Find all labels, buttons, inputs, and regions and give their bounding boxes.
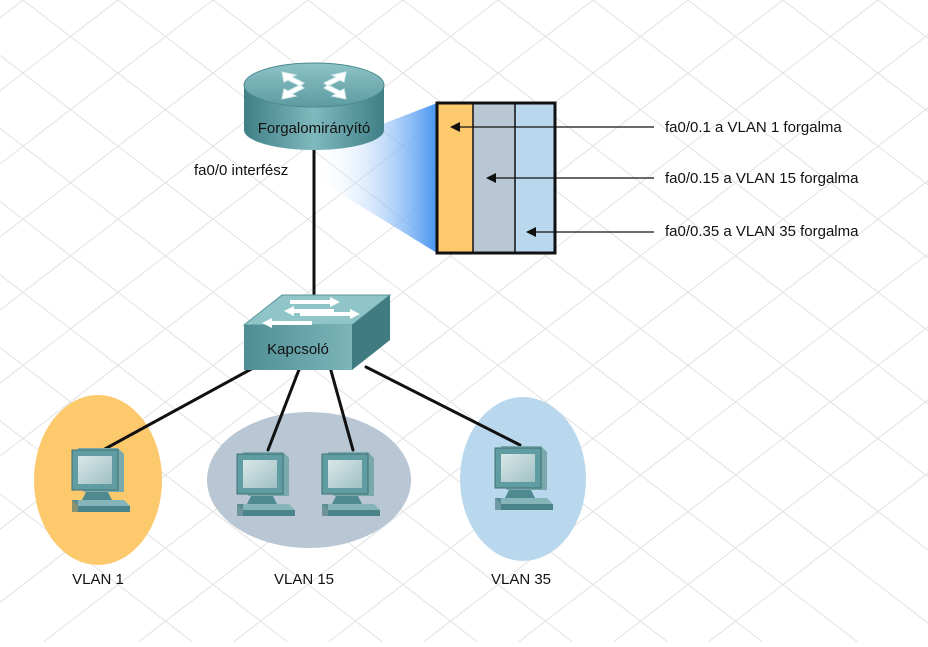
vlan1-label: VLAN 1 xyxy=(72,571,124,588)
vlan15-label: VLAN 15 xyxy=(274,571,334,588)
vlan35-label: VLAN 35 xyxy=(491,571,551,588)
pc-icon xyxy=(236,451,296,517)
link-switch-vlan35-pc xyxy=(364,365,522,447)
pc-icon xyxy=(321,451,381,517)
switch-icon: Kapcsoló xyxy=(242,294,392,370)
subinterface-label-vlan35: fa0/0.35 a VLAN 35 forgalma xyxy=(665,223,859,240)
link-switch-vlan15-pc2 xyxy=(328,365,355,452)
pc-icon xyxy=(494,445,554,511)
subinterface-arrows xyxy=(450,122,654,237)
pc-icon xyxy=(71,447,131,513)
network-links xyxy=(101,143,522,452)
subinterface-label-vlan1: fa0/0.1 a VLAN 1 forgalma xyxy=(665,119,842,136)
router-label: Forgalomirányító xyxy=(258,120,371,137)
link-switch-vlan1-pc xyxy=(101,365,257,452)
router-icon: Forgalomirányító xyxy=(243,62,385,150)
router-interface-label: fa0/0 interfész xyxy=(194,162,288,179)
switch-label: Kapcsoló xyxy=(267,341,329,358)
link-switch-vlan15-pc1 xyxy=(266,365,302,452)
subinterface-label-vlan15: fa0/0.15 a VLAN 15 forgalma xyxy=(665,170,859,187)
